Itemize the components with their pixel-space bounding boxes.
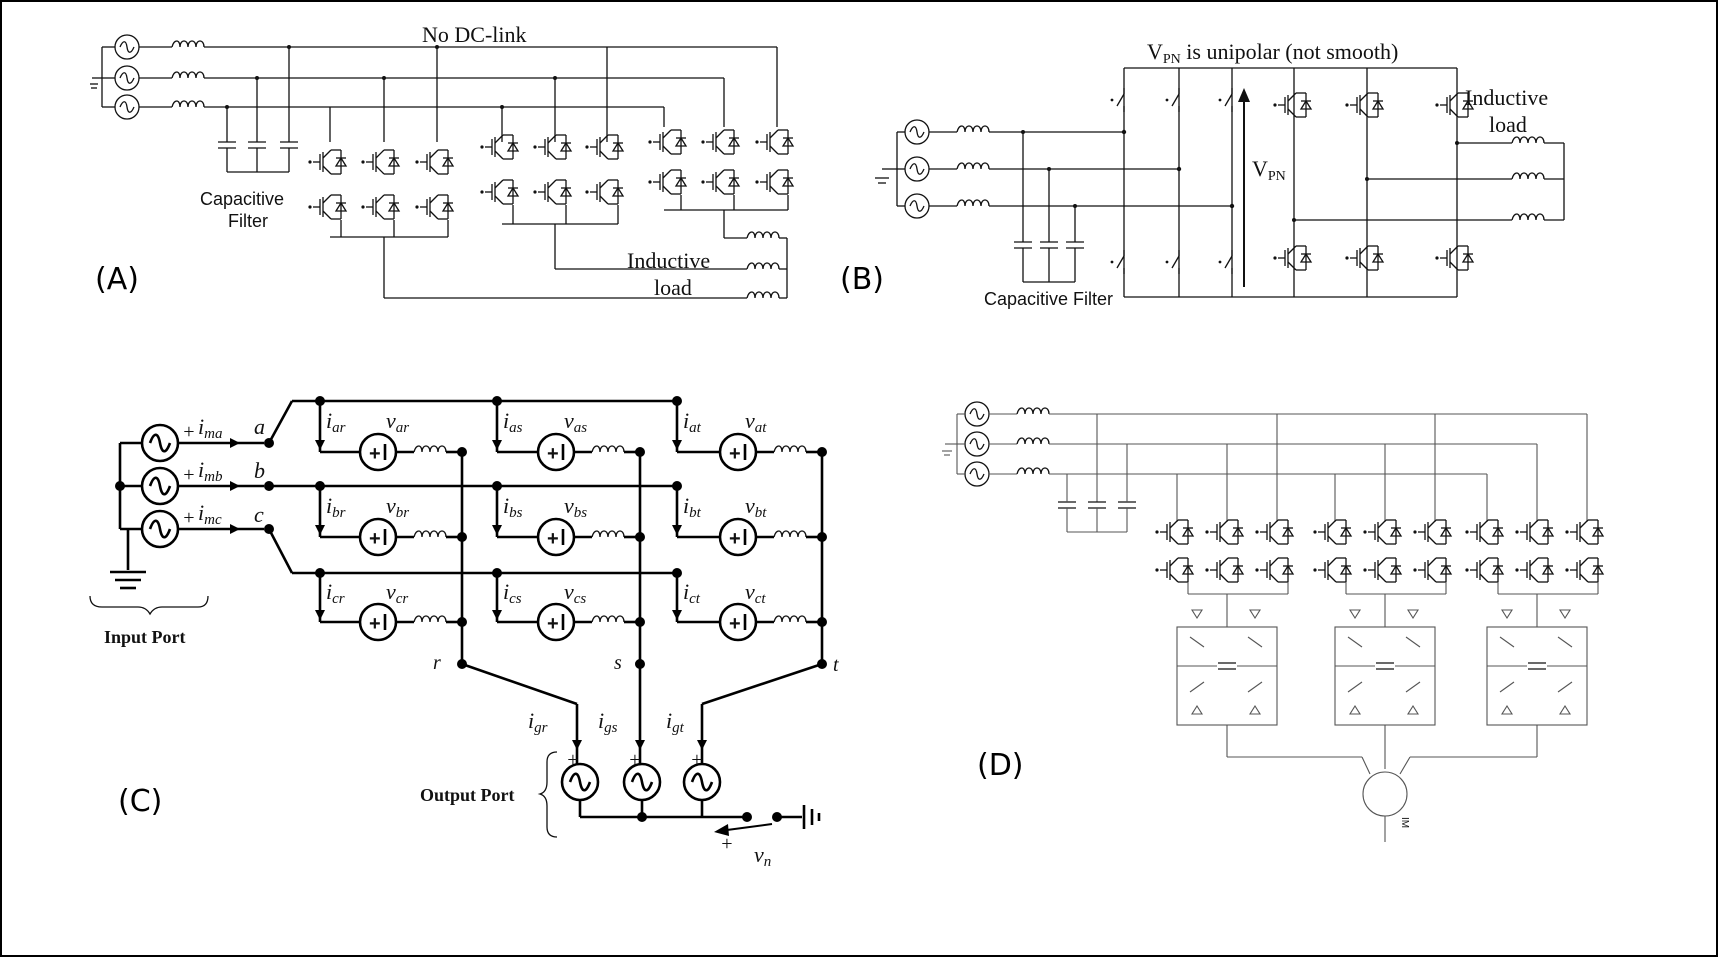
panel-b-vpn-note: VPN is unipolar (not smooth) [1147, 39, 1398, 67]
branch-current-as: ias [503, 408, 523, 436]
output-current-gr: igr [528, 708, 548, 736]
output-node-r: r [433, 652, 441, 674]
panel-a-load-label-1: Inductive [627, 248, 710, 273]
output-node-t: t [833, 654, 839, 676]
panel-c-plus-b: + [182, 464, 196, 486]
panel-c-diagram [89, 396, 827, 838]
input-port-label: Input Port [104, 627, 186, 647]
branch-voltage-cr: vcr [386, 579, 408, 607]
motor-label: IM [1399, 817, 1410, 828]
output-current-gs: igs [598, 708, 618, 736]
panel-b-load-label-2: load [1489, 112, 1527, 137]
branch-current-br: ibr [326, 493, 346, 521]
input-node-a: a [254, 414, 265, 439]
input-current-mc: imc [198, 500, 222, 528]
branch-voltage-cs: vcs [564, 579, 586, 607]
panel-b-vpn-label: VPN [1252, 156, 1286, 184]
panel-b-filter-label: Capacitive Filter [984, 289, 1113, 309]
panel-a-load-label-2: load [654, 275, 692, 300]
branch-current-ar: iar [326, 408, 346, 436]
panel-c-plus-vn: + [720, 833, 734, 855]
input-current-mb: imb [198, 457, 223, 485]
branch-current-bt: ibt [683, 493, 702, 521]
branch-voltage-br: vbr [386, 493, 409, 521]
branch-current-at: iat [683, 408, 702, 436]
panel-c-plus-gs: + [628, 749, 642, 771]
branch-current-bs: ibs [503, 493, 523, 521]
branch-current-ct: ict [683, 579, 701, 607]
input-current-ma: ima [198, 414, 222, 442]
output-node-s: s [614, 652, 622, 674]
panel-c-plus-c: + [182, 507, 196, 529]
panel-a-letter: (A) [95, 262, 139, 297]
panel-d-diagram [942, 401, 1604, 842]
branch-voltage-ar: var [386, 408, 409, 436]
output-port-label: Output Port [420, 785, 515, 805]
panel-b-load-label-1: Inductive [1465, 85, 1548, 110]
branch-voltage-at: vat [745, 408, 767, 436]
input-node-b: b [254, 458, 265, 483]
neutral-voltage: vn [754, 842, 771, 870]
branch-voltage-bs: vbs [564, 493, 587, 521]
panel-c-letter: (C) [118, 784, 162, 819]
panel-a-top-note: No DC-link [422, 22, 527, 47]
panel-b-diagram [875, 67, 1565, 298]
branch-voltage-as: vas [564, 408, 587, 436]
panel-c-plus-a: + [182, 421, 196, 443]
panel-c-plus-gt: + [690, 749, 704, 771]
branch-voltage-bt: vbt [745, 493, 767, 521]
panel-b-letter: (B) [840, 262, 884, 297]
panel-a-filter-label-2: Filter [228, 211, 268, 231]
branch-current-cs: ics [503, 579, 522, 607]
panel-c-plus-gr: + [566, 749, 580, 771]
input-node-c: c [254, 502, 264, 527]
panel-a-diagram [90, 34, 794, 299]
branch-voltage-ct: vct [745, 579, 766, 607]
panel-d-letter: (D) [977, 748, 1024, 783]
branch-current-cr: icr [326, 579, 345, 607]
panel-a-filter-label-1: Capacitive [200, 189, 284, 209]
output-current-gt: igt [666, 708, 685, 736]
